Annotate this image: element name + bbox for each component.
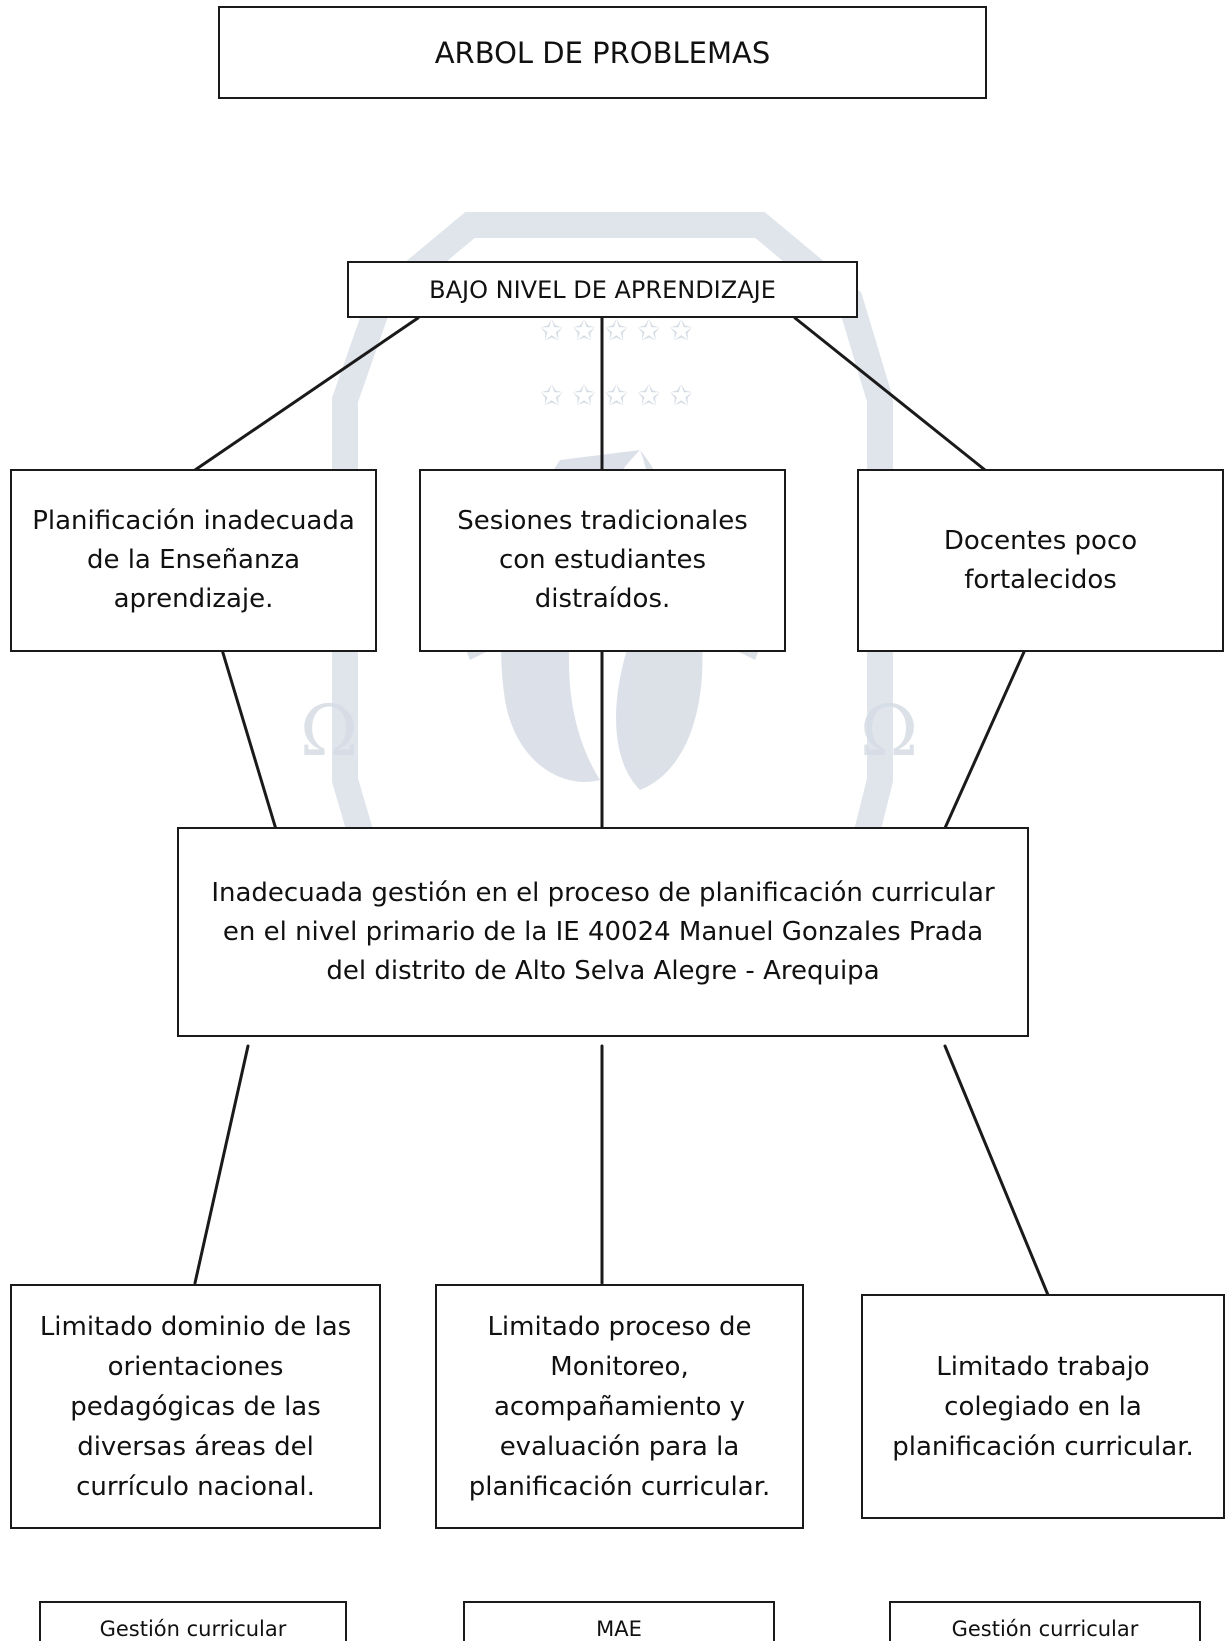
connector-effect-left: [193, 316, 420, 472]
cause-text-monitoreo: Limitado proceso de Monitoreo, acompañam…: [468, 1311, 771, 1502]
effect-box-sesiones: Sesiones tradicionales con estudiantes d…: [419, 469, 786, 652]
dimension-tag-gestion-curricular-right: Gestión curricular: [889, 1601, 1201, 1641]
effect-text-sesiones: Sesiones tradicionales con estudiantes d…: [457, 506, 748, 614]
dimension-tag-text-center: MAE: [596, 1617, 642, 1641]
cause-text-dominio: Limitado dominio de las orientaciones pe…: [39, 1311, 352, 1502]
svg-text:✩ ✩ ✩ ✩ ✩: ✩ ✩ ✩ ✩ ✩: [540, 314, 693, 347]
cause-box-monitoreo: Limitado proceso de Monitoreo, acompañam…: [435, 1284, 804, 1529]
main-effect-text: BAJO NIVEL DE APRENDIZAJE: [429, 275, 776, 304]
dimension-tag-mae: MAE: [463, 1601, 775, 1641]
central-problem-box: Inadecuada gestión en el proceso de plan…: [177, 827, 1029, 1037]
effect-text-docentes: Docentes poco fortalecidos: [943, 525, 1138, 595]
effect-text-planificacion: Planificación inadecuada de la Enseñanza…: [32, 506, 355, 614]
connector-central-to-cause-right: [943, 1044, 1050, 1297]
dimension-tag-text-right: Gestión curricular: [951, 1617, 1139, 1641]
effect-box-docentes: Docentes poco fortalecidos: [857, 469, 1224, 652]
diagram-title-text: ARBOL DE PROBLEMAS: [434, 35, 771, 70]
cause-box-trabajo-colegiado: Limitado trabajo colegiado en la planifi…: [861, 1294, 1225, 1519]
cause-box-dominio: Limitado dominio de las orientaciones pe…: [10, 1284, 381, 1529]
central-problem-text: Inadecuada gestión en el proceso de plan…: [211, 877, 995, 986]
svg-text:Ω: Ω: [860, 690, 918, 772]
connector-effect-right: [793, 316, 987, 472]
svg-text:✩ ✩ ✩ ✩ ✩: ✩ ✩ ✩ ✩ ✩: [540, 379, 693, 412]
svg-text:Ω: Ω: [300, 690, 358, 772]
effect-box-planificacion: Planificación inadecuada de la Enseñanza…: [10, 469, 377, 652]
main-effect-box: BAJO NIVEL DE APRENDIZAJE: [347, 261, 858, 318]
connector-left-to-central: [218, 641, 280, 838]
dimension-tag-gestion-curricular-left: Gestión curricular: [39, 1601, 347, 1641]
cause-text-trabajo-colegiado: Limitado trabajo colegiado en la planifi…: [892, 1351, 1194, 1462]
connector-central-to-cause-left: [193, 1044, 250, 1285]
dimension-tag-text-left: Gestión curricular: [99, 1617, 287, 1641]
diagram-title: ARBOL DE PROBLEMAS: [218, 6, 987, 99]
connector-right-to-central: [943, 641, 1030, 830]
